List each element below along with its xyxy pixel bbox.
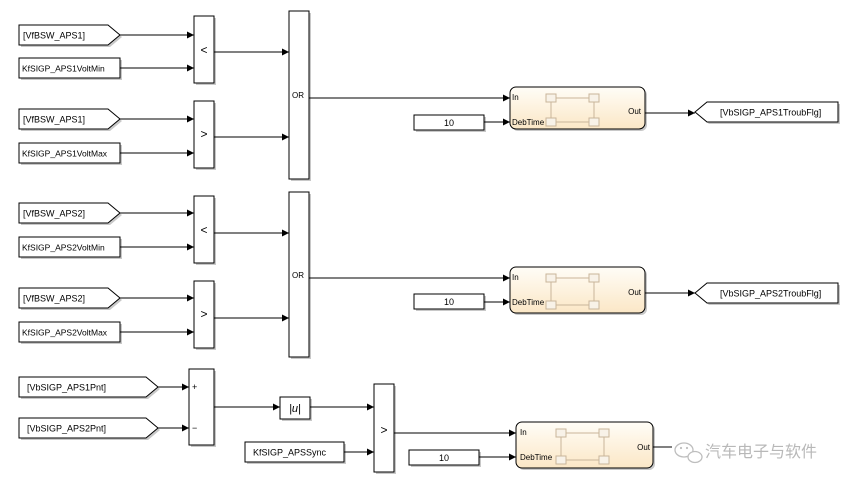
wires-group-1 [120, 31, 695, 157]
constant-label: KfSIGP_APS2VoltMax [22, 328, 108, 338]
relational-greater-than-2[interactable]: > [193, 280, 216, 350]
debounce-subsystem-2[interactable]: In DebTime Out [509, 266, 647, 315]
wires-group-3 [158, 383, 672, 461]
relational-greater-than-1[interactable]: > [193, 100, 216, 170]
port-in-label: In [512, 273, 519, 282]
port-debtime-label: DebTime [512, 118, 545, 127]
from-tag-vfbsw-aps1-a[interactable]: [VfBSW_APS1] [18, 24, 122, 47]
subsystem-preview-icon [545, 93, 600, 127]
operator-symbol: > [200, 127, 207, 141]
or-label: OR [292, 271, 304, 280]
from-tag-aps2pnt[interactable]: [VbSIGP_APS2Pnt] [18, 417, 160, 440]
debounce-subsystem-1[interactable]: In DebTime Out [509, 86, 647, 131]
operator-symbol: < [200, 43, 207, 57]
operator-symbol: > [200, 307, 207, 321]
constant-label: KfSIGP_APS1VoltMin [22, 64, 105, 74]
goto-tag-label: [VbSIGP_APS2TroubFlg] [720, 289, 821, 299]
logical-or-2[interactable]: OR [288, 191, 311, 359]
operator-symbol: > [380, 423, 387, 437]
sum-minus-sign: − [192, 423, 197, 433]
relational-less-than-2[interactable]: < [193, 195, 216, 265]
from-tag-label: [VfBSW_APS2] [23, 209, 85, 219]
from-tag-aps1pnt[interactable]: [VbSIGP_APS1Pnt] [18, 376, 160, 399]
constant-aps2-voltmax[interactable]: KfSIGP_APS2VoltMax [18, 321, 122, 344]
relational-greater-than-3[interactable]: > [373, 383, 396, 474]
constant-apssync[interactable]: KfSIGP_APSSync [244, 441, 346, 464]
sum-plus-sign: + [192, 382, 197, 392]
goto-tag-aps1-troubflg[interactable]: [VbSIGP_APS1TroubFlg] [694, 101, 840, 124]
port-out-label: Out [628, 107, 642, 116]
constant-aps2-voltmin[interactable]: KfSIGP_APS2VoltMin [18, 236, 122, 259]
constant-aps1-voltmax[interactable]: KfSIGP_APS1VoltMax [18, 142, 122, 165]
port-debtime-label: DebTime [512, 298, 545, 307]
wires-group-2 [120, 209, 695, 336]
watermark-text: 汽车电子与软件 [705, 443, 817, 461]
constant-debtime-3[interactable]: 10 [408, 449, 481, 467]
port-debtime-label: DebTime [520, 453, 553, 462]
constant-value: 10 [444, 297, 454, 307]
wechat-icon [674, 442, 703, 464]
constant-aps1-voltmin[interactable]: KfSIGP_APS1VoltMin [18, 57, 122, 80]
constant-value: 10 [439, 453, 449, 463]
port-out-label: Out [637, 443, 651, 452]
from-tag-vfbsw-aps2-b[interactable]: [VfBSW_APS2] [18, 287, 122, 310]
constant-label: KfSIGP_APS2VoltMin [22, 243, 105, 253]
subsystem-preview-icon [555, 428, 610, 465]
abs-label: |u| [289, 403, 301, 415]
from-tag-label: [VbSIGP_APS1Pnt] [27, 383, 106, 393]
or-label: OR [292, 91, 304, 100]
from-tag-label: [VfBSW_APS2] [23, 294, 85, 304]
constant-value: 10 [444, 118, 454, 128]
relational-less-than-1[interactable]: < [193, 15, 216, 85]
constant-label: KfSIGP_APSSync [253, 448, 327, 458]
goto-tag-label: [VbSIGP_APS1TroubFlg] [720, 108, 821, 118]
subsystem-preview-icon [545, 273, 600, 310]
sum-block[interactable]: + − [188, 368, 216, 447]
port-in-label: In [520, 428, 527, 437]
port-in-label: In [512, 93, 519, 102]
logical-or-1[interactable]: OR [288, 10, 311, 181]
port-out-label: Out [628, 288, 642, 297]
operator-symbol: < [200, 223, 207, 237]
from-tag-label: [VfBSW_APS1] [23, 31, 85, 41]
from-tag-label: [VfBSW_APS1] [23, 115, 85, 125]
from-tag-label: [VbSIGP_APS2Pnt] [27, 424, 106, 434]
constant-debtime-1[interactable]: 10 [413, 114, 486, 132]
group-aps-sync: [VbSIGP_APS1Pnt] [VbSIGP_APS2Pnt] + − |u… [18, 368, 817, 474]
group-aps2: [VfBSW_APS2] KfSIGP_APS2VoltMin [VfBSW_A… [18, 191, 840, 359]
abs-block[interactable]: |u| [279, 396, 312, 421]
watermark: 汽车电子与软件 [674, 442, 817, 464]
constant-debtime-2[interactable]: 10 [413, 293, 486, 311]
from-tag-vfbsw-aps1-b[interactable]: [VfBSW_APS1] [18, 108, 122, 131]
debounce-subsystem-3[interactable]: In DebTime Out [515, 421, 655, 470]
group-aps1: [VfBSW_APS1] KfSIGP_APS1VoltMin [VfBSW_A… [18, 10, 840, 181]
constant-label: KfSIGP_APS1VoltMax [22, 149, 108, 159]
goto-tag-aps2-troubflg[interactable]: [VbSIGP_APS2TroubFlg] [694, 282, 840, 305]
from-tag-vfbsw-aps2-a[interactable]: [VfBSW_APS2] [18, 202, 122, 225]
